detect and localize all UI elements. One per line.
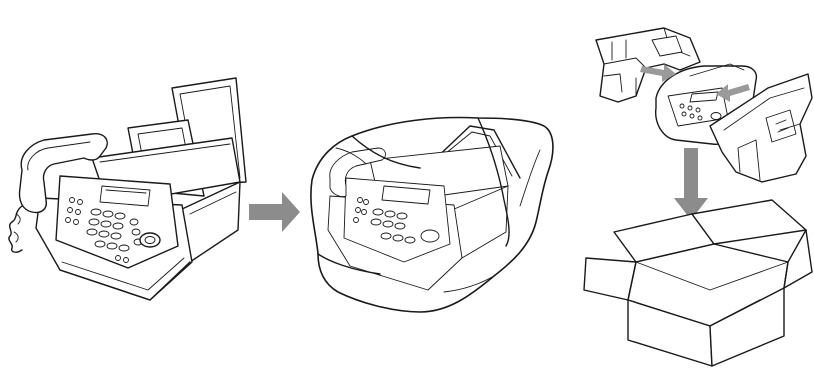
foam-packing-icon bbox=[596, 28, 812, 182]
open-carton-box-icon bbox=[584, 200, 812, 366]
down-arrow-icon bbox=[674, 148, 708, 220]
fax-machine-icon bbox=[9, 78, 246, 300]
right-arrow-icon bbox=[249, 192, 300, 232]
bagged-fax-machine-icon bbox=[311, 118, 553, 312]
